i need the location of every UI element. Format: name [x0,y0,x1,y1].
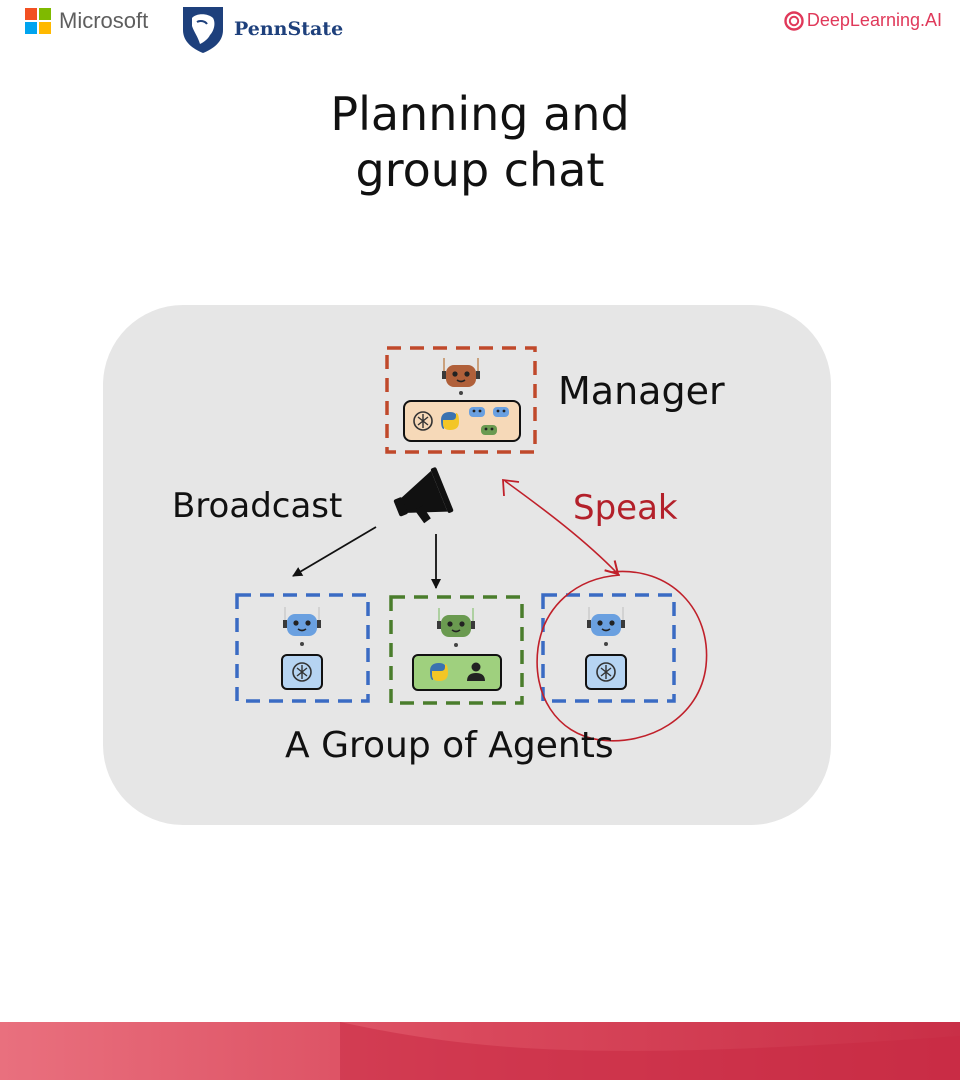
manager-robot-icon [442,358,480,395]
openai-icon [596,662,616,682]
pennstate-logo: PennState [180,4,343,54]
logo-bar: Microsoft PennState DeepLearning.AI [0,0,960,60]
python-icon [430,663,448,681]
person-icon [467,662,485,681]
slide-title-line2: group chat [355,143,605,197]
slide-title: Planning and group chat [0,86,960,198]
broadcast-label: Broadcast [172,486,342,526]
slide-title-line1: Planning and [330,87,630,141]
microsoft-label: Microsoft [59,8,149,33]
robot-icon [437,608,475,647]
microsoft-logo: Microsoft [25,8,148,34]
speak-highlight-circle [536,570,708,742]
speak-label: Speak [573,488,678,528]
agent-box-center [389,595,524,705]
openai-icon [292,662,312,682]
robot-icon [469,407,485,417]
megaphone-icon [393,467,454,524]
python-icon [441,412,459,430]
broadcast-arrow-left [292,526,377,577]
diagram-panel [103,305,831,825]
manager-label: Manager [558,369,725,413]
robot-icon [493,407,509,417]
pennstate-shield-icon [183,7,223,53]
robot-icon [587,607,625,646]
robot-icon [283,607,321,646]
pennstate-label: PennState [234,18,344,40]
agent-box-left [235,593,370,703]
microsoft-grid-icon [25,8,51,34]
manager-box [385,346,537,454]
footer-band [0,1022,960,1080]
deeplearning-label: DeepLearning.AI [806,10,942,30]
robot-icon [481,425,497,435]
deeplearning-logo: DeepLearning.AI [784,10,942,31]
deeplearning-icon [784,10,804,31]
openai-icon [413,411,433,431]
group-label: A Group of Agents [285,725,614,766]
speak-arrow [504,480,620,576]
speak-arrowhead [502,478,520,497]
agent-box-right [541,593,676,703]
